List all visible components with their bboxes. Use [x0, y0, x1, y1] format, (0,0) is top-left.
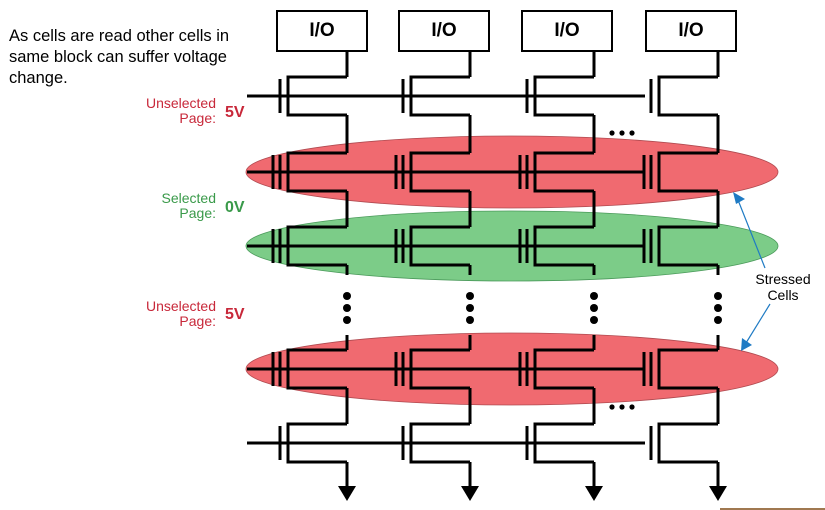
- ellipsis-dot: [609, 404, 615, 410]
- caption-text: As cells are read other cells in same bl…: [9, 27, 230, 87]
- cell-channel: [657, 225, 718, 267]
- down-arrow-icon: [709, 486, 727, 501]
- cell-channel: [657, 422, 718, 464]
- down-arrow-icon: [461, 486, 479, 501]
- continuation-dot: [714, 304, 722, 312]
- cell-channel: [286, 348, 347, 390]
- continuation-dot: [590, 292, 598, 300]
- stressed-arrow-line: [737, 199, 766, 269]
- continuation-dot: [466, 316, 474, 324]
- down-arrow-icon: [338, 486, 356, 501]
- cell-channel: [533, 75, 594, 117]
- page-label-line1: Unselected: [145, 298, 216, 314]
- cell-channel: [533, 348, 594, 390]
- cell-channel: [657, 348, 718, 390]
- ellipsis-dot: [629, 130, 635, 136]
- cell-channel: [286, 422, 347, 464]
- cell-channel: [409, 75, 470, 117]
- cell-channel: [286, 225, 347, 267]
- cell-channel: [533, 151, 594, 193]
- io-box-3: I/O: [521, 10, 613, 52]
- page-label-line1: Unselected: [145, 95, 216, 111]
- ellipsis-dot: [619, 404, 625, 410]
- io-box-2: I/O: [398, 10, 490, 52]
- voltage-selected: 0V: [225, 199, 245, 216]
- down-arrow-icon: [585, 486, 603, 501]
- page-label-unselected-top: Unselected Page:: [120, 96, 216, 126]
- page-label-line2: Page:: [179, 110, 216, 126]
- arrow-head-icon: [741, 338, 752, 351]
- continuation-dot: [714, 292, 722, 300]
- io-box-4: I/O: [645, 10, 737, 52]
- arrow-head-icon: [733, 192, 745, 204]
- voltage-unselected-top: 5V: [225, 104, 245, 121]
- cell-channel: [409, 225, 470, 267]
- voltage-unselected-bottom: 5V: [225, 306, 245, 323]
- cell-channel: [657, 151, 718, 193]
- stressed-cells-label: Stressed Cells: [755, 271, 811, 303]
- stressed-arrow-line: [745, 303, 771, 344]
- cell-channel: [286, 151, 347, 193]
- continuation-dot: [714, 316, 722, 324]
- cell-channel: [409, 422, 470, 464]
- page-label-unselected-bottom: Unselected Page:: [120, 299, 216, 329]
- page-label-selected: Selected Page:: [120, 191, 216, 221]
- continuation-dot: [343, 292, 351, 300]
- cell-channel: [286, 75, 347, 117]
- page-label-line1: Selected: [161, 190, 216, 206]
- continuation-dot: [590, 316, 598, 324]
- io-box-1: I/O: [276, 10, 368, 52]
- page-label-line2: Page:: [179, 205, 216, 221]
- ellipsis-dot: [609, 130, 615, 136]
- ellipsis-dot: [619, 130, 625, 136]
- continuation-dot: [466, 292, 474, 300]
- continuation-dot: [590, 304, 598, 312]
- ellipsis-dot: [629, 404, 635, 410]
- continuation-dot: [343, 304, 351, 312]
- cell-channel: [657, 75, 718, 117]
- cell-channel: [409, 151, 470, 193]
- cell-channel: [533, 422, 594, 464]
- continuation-dot: [466, 304, 474, 312]
- page-label-line2: Page:: [179, 313, 216, 329]
- cell-channel: [409, 348, 470, 390]
- continuation-dot: [343, 316, 351, 324]
- cell-channel: [533, 225, 594, 267]
